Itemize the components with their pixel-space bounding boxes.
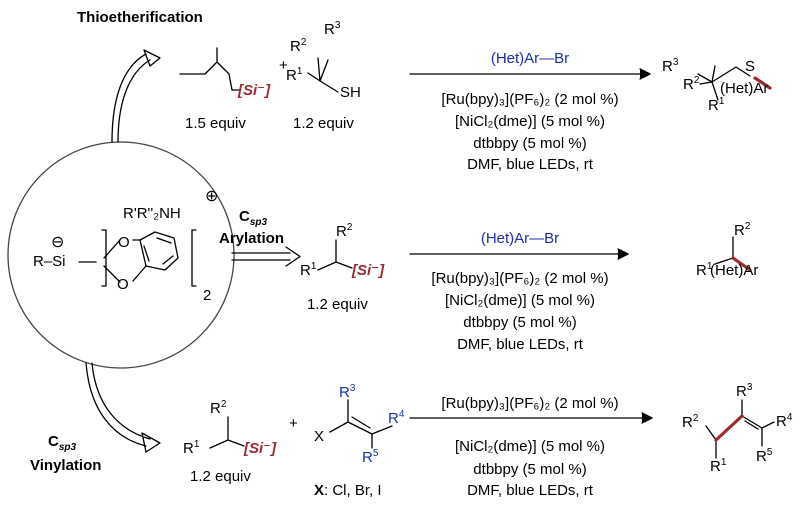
dimer-subscript: 2: [203, 287, 212, 304]
conditions-row3: DMF, blue LEDs, rt: [467, 482, 593, 499]
silicon-label: R–Si: [33, 253, 66, 270]
thiol-sh: SH: [340, 84, 361, 101]
silicate-label-row3: [Si⁻]: [244, 440, 277, 457]
ru-catalyst-row1: [Ru(bpy)₃](PF₆)₂ (2 mol %): [441, 91, 619, 108]
product2-aryl: (Het)Ar: [710, 262, 759, 279]
arrow-thioetherification-head: [143, 49, 161, 67]
equiv-row3: 1.2 equiv: [190, 468, 251, 485]
product2-r1: R1: [696, 261, 713, 280]
reagent-row1: (Het)Ar—Br: [490, 50, 570, 67]
row2-r2: R2: [336, 222, 353, 241]
row2-r1: R1: [300, 261, 317, 280]
product1-r2: R2: [683, 75, 700, 94]
silicate-circle: [7, 141, 235, 369]
x-definition: X: Cl, Br, I: [314, 482, 382, 499]
vinyl-r5: R5: [362, 448, 379, 467]
product3-r5: R5: [756, 447, 773, 466]
thiol-r3: R3: [324, 20, 341, 39]
ligand-row2: dtbbpy (5 mol %): [463, 314, 577, 331]
product1-aryl: (Het)Ar: [720, 80, 769, 97]
arrow-arylation: [231, 246, 301, 267]
thiol-r1: R1: [286, 66, 303, 85]
product3-r2: R2: [682, 413, 699, 432]
csp3-label-arylation: Csp3: [239, 208, 268, 228]
product3-r1: R1: [710, 457, 727, 476]
product3-r4: R4: [776, 412, 793, 431]
plus-charge-icon: ⊕: [205, 188, 219, 205]
arrow-thioetherification: [111, 53, 151, 143]
thiol-r2: R2: [290, 37, 307, 56]
ru-catalyst-row2: [Ru(bpy)₃](PF₆)₂ (2 mol %): [431, 270, 609, 287]
arylation-label: Arylation: [219, 230, 285, 247]
product1-sulfur: S: [745, 58, 756, 75]
vinyl-r4: R4: [388, 409, 405, 428]
product1-r1: R1: [708, 96, 725, 115]
product3-r3: R3: [736, 382, 753, 401]
thioetherification-label: Thioetherification: [77, 9, 203, 26]
ligand-row3: dtbbpy (5 mol %): [473, 461, 587, 478]
arrow-vinylation: [85, 362, 151, 447]
bond-highlight-thioether: [753, 76, 772, 90]
bond-highlight-vinyl: [714, 414, 744, 442]
ni-catalyst-row1: [NiCl₂(dme)] (5 mol %): [455, 113, 605, 130]
reagent-row2: (Het)Ar—Br: [480, 230, 560, 247]
oxygen-label-bottom: O: [117, 276, 129, 293]
plus-row3: +: [289, 415, 298, 432]
oxygen-label-top: O: [118, 234, 130, 251]
ligand-row1: dtbbpy (5 mol %): [473, 135, 587, 152]
csp3-label-vinylation: Csp3: [48, 433, 77, 453]
plus-row1: +: [279, 57, 288, 74]
silicate-label-row1: [Si⁻]: [238, 82, 271, 99]
ni-catalyst-row3: [NiCl₂(dme)] (5 mol %): [455, 438, 605, 455]
vinylation-label: Vinylation: [30, 457, 102, 474]
product2-r2: R2: [734, 221, 751, 240]
silicate-label-row2: [Si⁻]: [352, 262, 385, 279]
vinyl-r3: R3: [339, 383, 356, 402]
ni-catalyst-row2: [NiCl₂(dme)] (5 mol %): [445, 292, 595, 309]
conditions-row2: DMF, blue LEDs, rt: [457, 336, 583, 353]
minus-charge-icon: ⊖: [51, 234, 65, 251]
ammonium-label: R'R''₂NH: [123, 205, 181, 222]
equiv-silicate-row1: 1.5 equiv: [185, 115, 246, 132]
product1-r3: R3: [662, 57, 679, 76]
conditions-row1: DMF, blue LEDs, rt: [467, 156, 593, 173]
row3-r1: R1: [183, 439, 200, 458]
ru-catalyst-row3: [Ru(bpy)₃](PF₆)₂ (2 mol %): [441, 395, 619, 412]
arrow-vinylation-head: [141, 432, 161, 453]
equiv-row2: 1.2 equiv: [307, 296, 368, 313]
vinyl-x: X: [314, 428, 325, 445]
row3-r2: R2: [210, 399, 227, 418]
bond-highlight-aryl: [731, 256, 752, 272]
equiv-thiol: 1.2 equiv: [293, 115, 354, 132]
